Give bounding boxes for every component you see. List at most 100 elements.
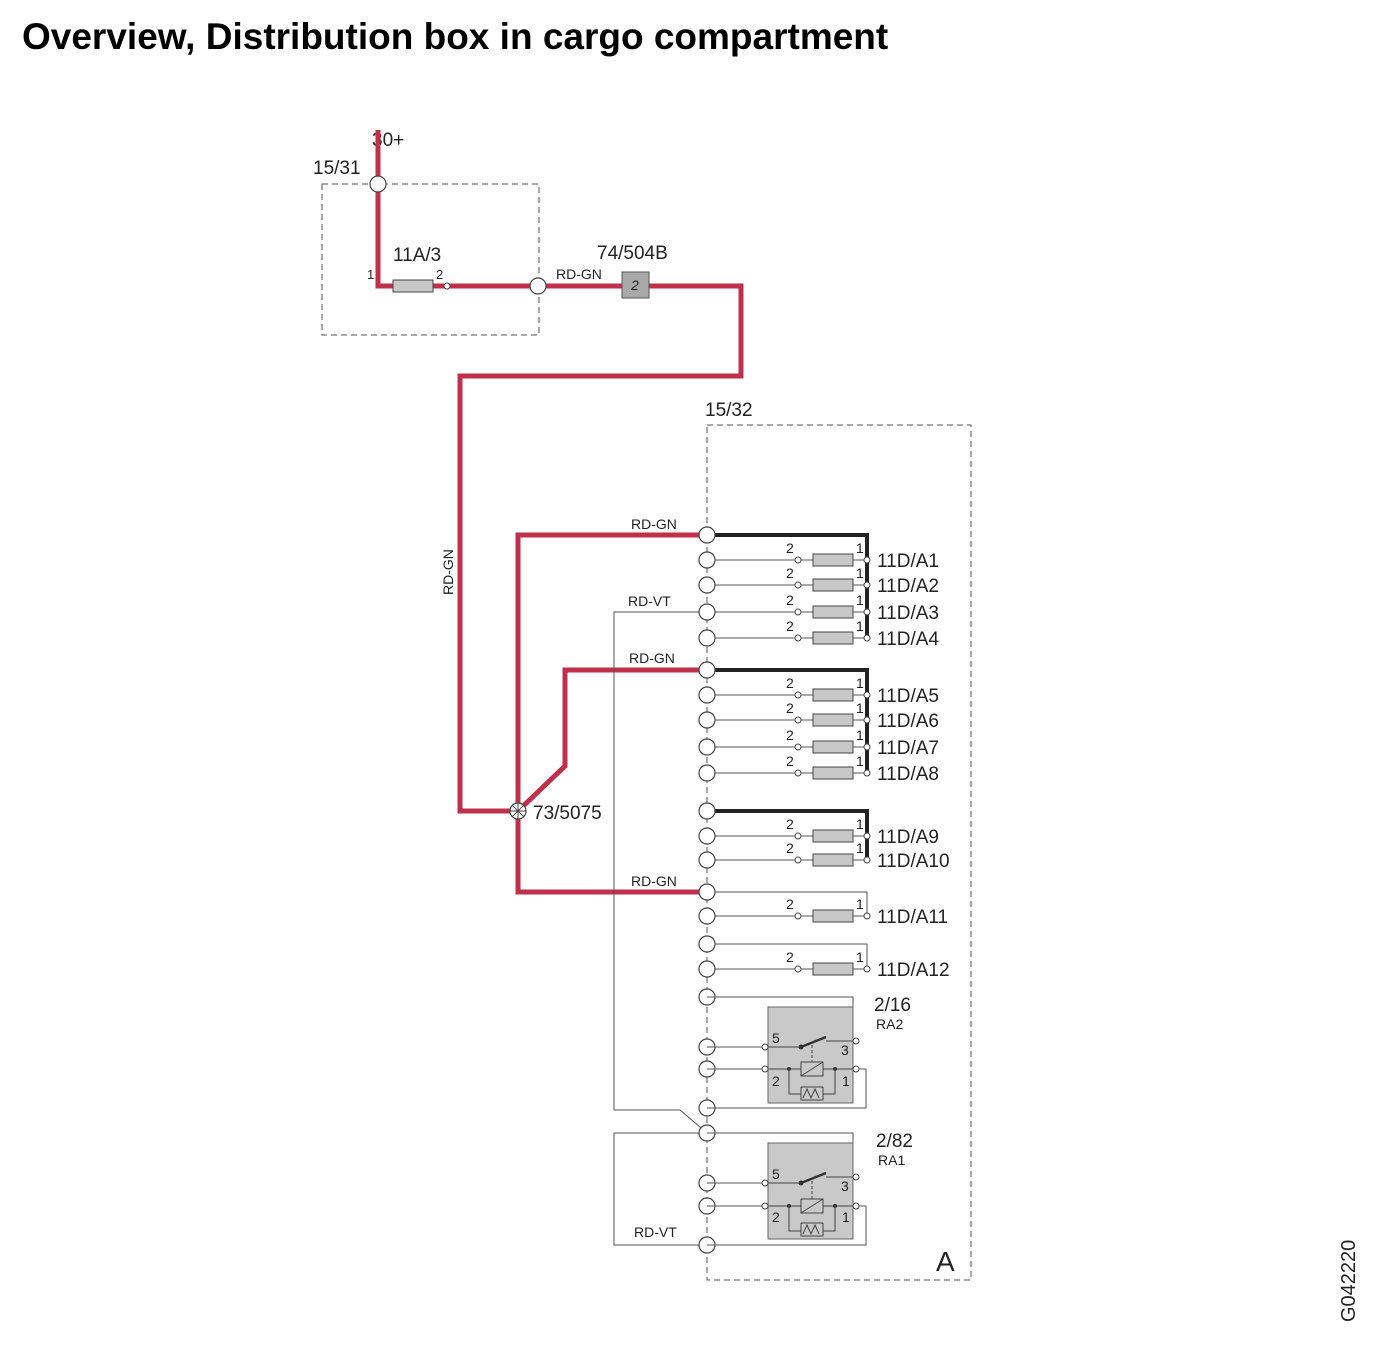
- fuse-pin2: [794, 912, 802, 920]
- relay-2-82-pin2: 2: [772, 1209, 780, 1225]
- relay-2-82-sub: RA1: [878, 1152, 905, 1168]
- wire-label-rd-gn-top: RD-GN: [556, 266, 602, 282]
- terminal-15-31-top: [369, 175, 387, 193]
- fuse-pin1-label: 1: [856, 727, 864, 743]
- fuse-11d-a4: [812, 631, 854, 645]
- terminal: [698, 661, 716, 679]
- fuse-label-11d-a12: 11D/A12: [877, 960, 950, 981]
- connector-74-504B: [621, 271, 650, 299]
- relay-2-82-pin3: 3: [841, 1178, 849, 1194]
- fuse-pin2-label: 2: [786, 700, 794, 716]
- fuse-11A3-pin2-label: 2: [436, 267, 443, 282]
- fuse-pin1-label: 1: [856, 700, 864, 716]
- terminal: [698, 711, 716, 729]
- fuse-pin2-label: 2: [786, 949, 794, 965]
- terminal: [698, 827, 716, 845]
- fuse-pin1: [863, 912, 871, 920]
- fuse-pin1-label: 1: [856, 896, 864, 912]
- fuse-pin2-label: 2: [786, 896, 794, 912]
- wire-rd-vt-b: [613, 1132, 707, 1246]
- fuse-11d-a8: [812, 766, 854, 780]
- fuse-11d-a1: [812, 553, 854, 567]
- fuse-pin1-label: 1: [856, 949, 864, 965]
- relay-2-16-pin3: 3: [841, 1042, 849, 1058]
- fuse-pin1-label: 1: [856, 840, 864, 856]
- fuse-pin1: [863, 581, 871, 589]
- document-id: G042220: [1338, 1240, 1360, 1322]
- fuse-11d-a12: [812, 962, 854, 976]
- fuse-pin2-label: 2: [786, 565, 794, 581]
- box-15-31-label: 15/31: [313, 158, 361, 179]
- wire-label-rd-vt-1: RD-VT: [628, 593, 671, 609]
- fuse-pin1-label: 1: [856, 565, 864, 581]
- terminal: [698, 551, 716, 569]
- relay-2-16-pin5: 5: [772, 1030, 780, 1046]
- fuse-pin1: [863, 832, 871, 840]
- box-15-32-label: 15/32: [705, 400, 753, 421]
- fuse-pin1-label: 1: [856, 816, 864, 832]
- wire-rd-gn-branch-2: [516, 667, 707, 813]
- wire-rd-gn-branch-3: [515, 811, 707, 895]
- fuse-pin2: [794, 634, 802, 642]
- relay-2-82-label: 2/82: [876, 1131, 913, 1152]
- fuse-pin1-label: 1: [856, 753, 864, 769]
- fuse-pin2: [794, 965, 802, 973]
- relay-2-16-sub: RA2: [876, 1016, 903, 1032]
- fuse-pin2-label: 2: [786, 618, 794, 634]
- connector-74-504B-label: 74/504B: [597, 243, 668, 264]
- box-15-32-corner-letter: A: [936, 1246, 955, 1277]
- terminal: [698, 935, 716, 953]
- fuse-pin2-label: 2: [786, 840, 794, 856]
- terminal: [698, 960, 716, 978]
- fuse-label-11d-a2: 11D/A2: [877, 576, 939, 597]
- fuse-pin1: [863, 743, 871, 751]
- fuse-11d-a3: [812, 605, 854, 619]
- fuse-row-11d-a2: 2 1 11D/A2: [707, 565, 939, 597]
- bus-group-2: [707, 668, 869, 772]
- bus-group-1: [707, 533, 869, 637]
- splice-73-5075: [509, 802, 527, 820]
- relay-2-16-pin2: 2: [772, 1073, 780, 1089]
- link-a12: [707, 943, 868, 969]
- relay-2-82-pin1: 1: [842, 1209, 850, 1225]
- terminal: [698, 907, 716, 925]
- fuse-11A3-pin1-label: 1: [367, 267, 374, 282]
- wire-label-rd-vt-2: RD-VT: [634, 1224, 677, 1240]
- terminal-column: [698, 526, 716, 1254]
- fuse-label-11d-a8: 11D/A8: [877, 764, 939, 785]
- fuse-pin1-label: 1: [856, 540, 864, 556]
- relay-2-16-pin1: 1: [842, 1073, 850, 1089]
- fuse-label-11d-a5: 11D/A5: [877, 686, 939, 707]
- terminal: [698, 851, 716, 869]
- terminal: [698, 883, 716, 901]
- relay-2-16: [707, 996, 867, 1109]
- fuse-label-11d-a11: 11D/A11: [877, 907, 948, 928]
- terminal: [698, 576, 716, 594]
- fuse-pin2: [794, 608, 802, 616]
- bus-group-3: [707, 809, 869, 860]
- fuse-pin2: [794, 716, 802, 724]
- fuse-row-11d-a11: 2 1 11D/A11: [707, 896, 948, 928]
- fuse-pin2-label: 2: [786, 727, 794, 743]
- fuse-pin1: [863, 634, 871, 642]
- fuse-row-11d-a12: 2 1 11D/A12: [707, 949, 950, 981]
- page-title: Overview, Distribution box in cargo comp…: [22, 16, 889, 57]
- wire-label-rd-gn-2: RD-GN: [629, 650, 675, 666]
- fuse-11A3: [392, 279, 434, 293]
- terminal: [698, 738, 716, 756]
- connector-74-504B-pin: 2: [630, 277, 639, 293]
- relay-2-82: [707, 1132, 867, 1246]
- terminal: [698, 603, 716, 621]
- fuse-pin1: [863, 965, 871, 973]
- terminal: [698, 764, 716, 782]
- relay-2-82-pin5: 5: [772, 1166, 780, 1182]
- terminal: [698, 629, 716, 647]
- wire-label-rd-gn-1: RD-GN: [631, 516, 677, 532]
- fuse-11d-a11: [812, 909, 854, 923]
